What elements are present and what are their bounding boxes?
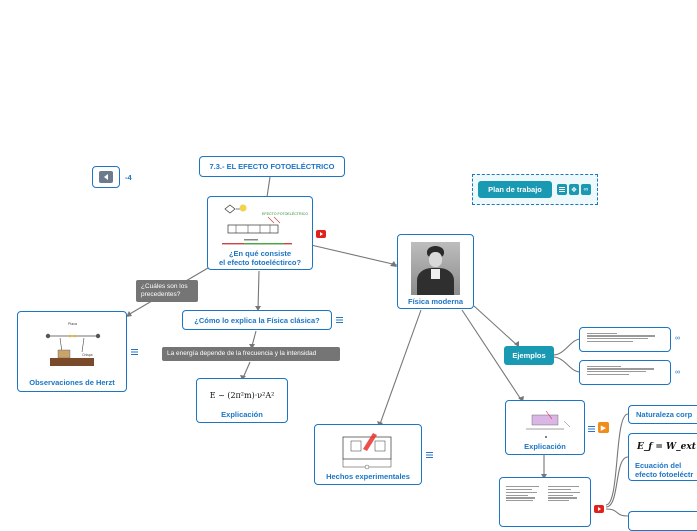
precedentes-line1: ¿Cuáles son los [141,283,188,290]
relationship-label-precedentes[interactable]: ¿Cuáles son los precedentes? [136,280,198,302]
hechos-notes-icon[interactable] [426,452,433,458]
herzt-diagram-top-label: Placa [68,322,77,326]
topic-naturaleza-label: Naturaleza corp [636,410,693,419]
ejemplo-1-card[interactable] [579,327,671,352]
topic-ejemplos[interactable]: Ejemplos [504,346,554,365]
ejemplo-1-link-icon[interactable]: ∞ [675,335,680,342]
herzt-diagram-side-label: Chispa [82,353,93,357]
efecto-diagram-title: EFECTO FOTOELÉCTRICO [262,211,308,216]
topic-en-que-consiste-line1: ¿En qué consiste [228,249,292,258]
topic-explicacion-moderna[interactable]: Explicación [505,400,585,455]
hechos-experiment-diagram [342,433,392,470]
counter-arrow-icon: ‑ [125,173,128,182]
topic-fisica-moderna[interactable]: Física moderna [397,234,474,309]
como-explica-notes-icon[interactable] [336,317,343,323]
back-arrow-icon [99,171,113,183]
plan-de-trabajo-button[interactable]: Plan de trabajo [478,181,552,198]
formula-clasica: E ~ (2π²m)·ν²A² [209,391,275,400]
relationship-label-energia[interactable]: La energía depende de la frecuencia y la… [162,347,340,361]
page-counter: ‑4 [125,173,132,182]
plan-dropbox-icon[interactable]: ❖ [569,184,579,195]
root-topic[interactable]: 7.3.- EL EFECTO FOTOELÉCTRICO [199,156,345,177]
topic-explicacion-moderna-label: Explicación [524,442,566,451]
ejemplo-2-card[interactable] [579,360,671,385]
topic-explicacion-clasica[interactable]: E ~ (2π²m)·ν²A² Explicación [196,378,288,423]
einstein-portrait [411,242,460,295]
plan-link-icon[interactable]: ∞ [581,184,591,195]
topic-en-que-consiste[interactable]: EFECTO FOTOELÉCTRICO ¿En qué consiste el… [207,196,313,270]
observaciones-notes-icon[interactable] [131,349,138,355]
explicacion-moderna-diagram [526,410,571,438]
plan-de-trabajo-label: Plan de trabajo [488,185,542,194]
plan-notes-icon[interactable] [557,184,567,195]
youtube-icon[interactable] [316,230,326,238]
ecuacion-formula: E_f = W_ext + E [637,442,697,452]
back-button[interactable] [92,166,120,188]
efecto-fotoelectrico-diagram: EFECTO FOTOELÉCTRICO [222,204,308,245]
counter-value: 4 [127,173,132,182]
topic-ecuacion-line2: efecto fotoeléctr [635,470,694,479]
topic-en-que-consiste-line2: el efecto fotoeléctirco? [218,258,302,267]
topic-explicacion-clasica-label: Explicación [221,410,263,419]
explicacion-moderna-notes-icon[interactable] [588,426,595,432]
topic-bottom-right[interactable] [628,511,697,531]
topic-ecuacion-line1: Ecuación del [635,461,682,470]
topic-hechos-experimentales-label: Hechos experimentales [326,472,410,481]
topic-fisica-moderna-label: Física moderna [407,297,464,306]
topic-observaciones-herzt[interactable]: Placa Chispa Observaciones de Herzt [17,311,127,392]
article-thumbnail[interactable] [499,477,591,527]
topic-hechos-experimentales[interactable]: Hechos experimentales [314,424,422,485]
youtube-icon-article[interactable] [594,505,604,513]
energia-label-text: La energía depende de la frecuencia y la… [167,350,317,357]
precedentes-line2: precedentes? [141,291,181,298]
ejemplo-2-link-icon[interactable]: ∞ [675,369,680,376]
pdf-icon[interactable]: ▶ [598,422,609,433]
topic-ecuacion-efecto[interactable]: E_f = W_ext + E Ecuación del efecto foto… [628,433,697,481]
topic-observaciones-herzt-label: Observaciones de Herzt [29,378,115,387]
root-topic-label: 7.3.- EL EFECTO FOTOELÉCTRICO [209,162,335,171]
topic-ejemplos-label: Ejemplos [512,351,546,360]
topic-como-lo-explica[interactable]: ¿Cómo lo explica la Física clásica? [182,310,332,330]
topic-naturaleza-corpuscular[interactable]: Naturaleza corp [628,405,697,424]
herzt-experiment-diagram: Placa Chispa [45,322,101,366]
connector-lines [126,176,629,517]
topic-como-lo-explica-label: ¿Cómo lo explica la Física clásica? [194,315,320,325]
